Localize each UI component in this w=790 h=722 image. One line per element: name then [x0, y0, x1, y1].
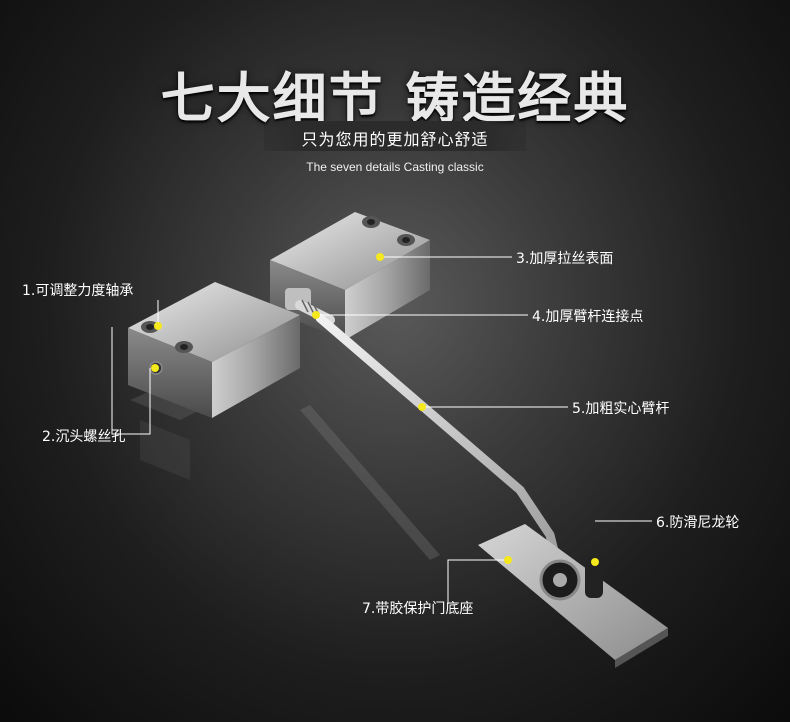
leader-7 [447, 559, 508, 604]
callout-6-label: 6.防滑尼龙轮 [656, 515, 740, 531]
callout-leaders [111, 256, 652, 604]
dot-5 [418, 403, 426, 411]
callout-2-label: 2.沉头螺丝孔 [42, 429, 126, 445]
callout-5-label: 5.加粗实心臂杆 [572, 401, 670, 417]
front-housing [128, 282, 300, 418]
subtitle-banner [264, 121, 526, 151]
callout-1-label: 1.可调整力度轴承 [22, 283, 134, 299]
page-headline: 七大细节 铸造经典 [160, 67, 630, 130]
callout-7-label: 7.带胶保护门底座 [362, 601, 474, 617]
dot-4 [312, 311, 320, 319]
dot-6 [591, 558, 599, 566]
callout-4-label: 4.加厚臂杆连接点 [532, 309, 644, 325]
dot-1 [154, 322, 162, 330]
nylon-roller [539, 558, 603, 601]
dot-2 [151, 364, 159, 372]
door-base-plate [478, 524, 668, 668]
page-subtitle: 只为您用的更加舒心舒适 [301, 130, 489, 149]
dot-3 [376, 253, 384, 261]
callout-dots [151, 253, 599, 566]
dot-7 [504, 556, 512, 564]
callout-3-label: 3.加厚拉丝表面 [516, 251, 614, 267]
leader-2 [111, 327, 151, 435]
page-tagline: The seven details Casting classic [306, 160, 484, 174]
